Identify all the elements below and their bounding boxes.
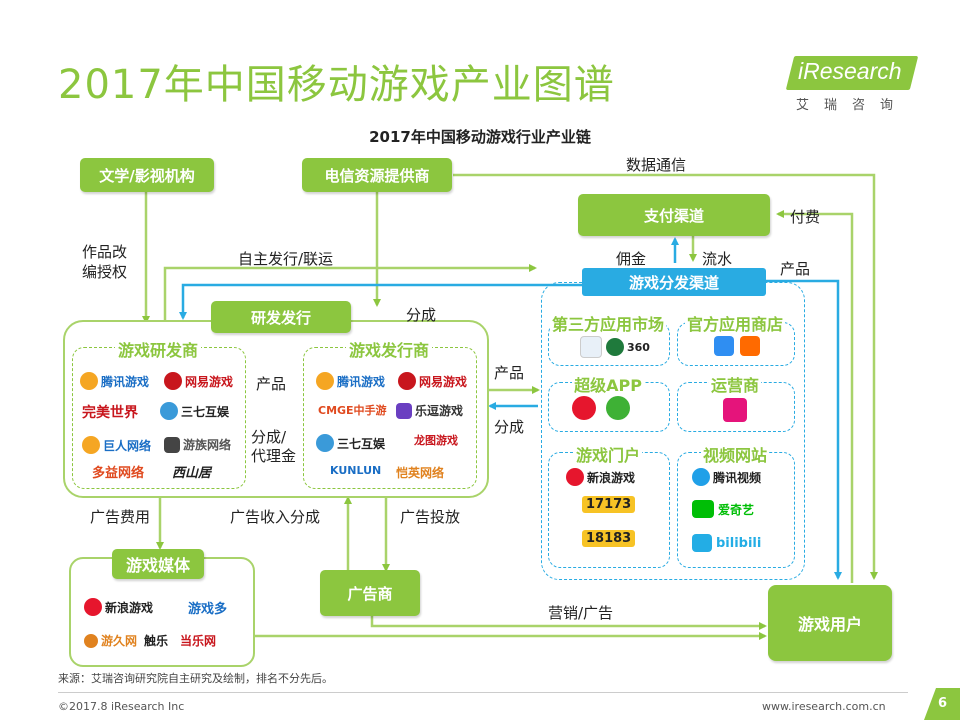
title-developer: 游戏研发商	[72, 337, 244, 361]
logo-netease-games-pub: 网易游戏	[398, 372, 467, 390]
title-third-party: 第三方应用市场	[549, 315, 666, 334]
wechat-icon	[606, 396, 630, 420]
logo-cmge: CMGE中手游	[318, 404, 387, 417]
mi-store-icon	[740, 336, 760, 356]
title-game-portal: 游戏门户	[573, 446, 642, 465]
label-pay-fee: 付费	[790, 208, 821, 226]
logo-youxiduo: 游戏多	[188, 602, 228, 617]
logo-37-dev: 三七互娱	[160, 402, 229, 420]
weibo-icon	[572, 396, 596, 420]
label-ad-placement: 广告投放	[400, 508, 461, 526]
iresearch-logo: iResearch 艾瑞咨询	[785, 50, 920, 114]
title-publisher: 游戏发行商	[303, 337, 475, 361]
node-user: 游戏用户	[768, 585, 892, 661]
label-share-agency: 分成/ 代理金	[251, 428, 297, 465]
super-app-logos	[572, 396, 630, 420]
logo-netease-games-dev: 网易游戏	[164, 372, 233, 390]
logo-youjiu: 游久网	[84, 632, 137, 649]
logo-kunlun: KUNLUN	[330, 464, 382, 477]
logo-sina-game: 新浪游戏	[566, 468, 635, 486]
page-number: 6	[938, 696, 948, 711]
logo-ledo: 乐逗游戏	[396, 402, 463, 419]
footer-divider	[58, 692, 908, 693]
logo-tencent-games-pub: 腾讯游戏	[316, 372, 385, 390]
node-distribution: 游戏分发渠道	[582, 268, 766, 296]
logo-youzu: 游族网络	[164, 436, 231, 453]
logo-bilibili: bilibili	[692, 534, 761, 552]
node-media: 游戏媒体	[112, 549, 204, 579]
label-ad-fee: 广告费用	[90, 508, 151, 526]
operator-cart-icon	[723, 398, 747, 422]
official-store-logos	[714, 336, 760, 356]
logo-18183: 18183	[582, 530, 636, 547]
label-commission: 佣金	[616, 250, 647, 268]
logo-longtu: 龙图游戏	[414, 434, 458, 447]
diagram-title: 2017年中国移动游戏行业产业链	[369, 128, 591, 146]
arrow-channel-user	[766, 279, 842, 580]
logo-tencent-video: 腾讯视频	[692, 468, 761, 486]
logo-sina-game-media: 新浪游戏	[84, 598, 153, 616]
page-number-badge: 6	[924, 688, 960, 720]
logo-37-pub: 三七互娱	[316, 434, 385, 452]
node-payment: 支付渠道	[578, 194, 770, 236]
label-revenue-share-top: 分成	[406, 306, 437, 324]
arrow-datacomm	[453, 173, 878, 580]
third-party-logos: 360	[580, 336, 650, 358]
node-rnd-publish: 研发发行	[211, 301, 351, 333]
logo-xishanju: 西山居	[172, 466, 212, 481]
arrow-selfpublish	[163, 264, 537, 322]
label-adapt-license: 作品改 编授权	[82, 243, 128, 281]
logo-perfect-world: 完美世界	[82, 405, 138, 421]
logo-17173: 17173	[582, 496, 636, 513]
label-self-publish: 自主发行/联运	[238, 250, 334, 268]
title-official-store: 官方应用商店	[684, 315, 785, 334]
label-product-to-channel: 产品	[494, 364, 525, 382]
logo-giant: 巨人网络	[82, 436, 151, 454]
arrow-marketing	[370, 616, 767, 630]
arrow-payfee	[776, 210, 854, 583]
label-ad-revenue-share: 广告收入分成	[230, 508, 321, 526]
node-advertiser: 广告商	[320, 570, 420, 616]
label-share-from-channel: 分成	[494, 418, 525, 436]
logo-tencent-games-dev: 腾讯游戏	[80, 372, 149, 390]
label-marketing-ad: 营销/广告	[548, 604, 614, 622]
label-product-mid: 产品	[256, 375, 287, 393]
title-super-app: 超级APP	[572, 376, 644, 395]
logo-duoyi: 多益网络	[92, 466, 145, 481]
copyright: ©2017.8 iResearch Inc	[58, 700, 185, 713]
label-data-comm: 数据通信	[626, 156, 687, 174]
arrow-channel-dev	[179, 283, 582, 320]
source-note: 来源：艾瑞咨询研究院自主研究及绘制，排名不分先后。	[58, 672, 333, 685]
logo-chule: 触乐	[144, 634, 169, 648]
label-product-right: 产品	[780, 260, 811, 278]
logo-iqiyi: 爱奇艺	[692, 500, 754, 518]
label-flow: 流水	[702, 250, 733, 268]
node-telecom: 电信资源提供商	[302, 158, 452, 192]
page-title: 2017年中国移动游戏产业图谱	[58, 62, 615, 108]
node-literature: 文学/影视机构	[80, 158, 214, 192]
logo-kaiying: 恺英网络	[396, 466, 445, 480]
app-store-icon	[714, 336, 734, 356]
website: www.iresearch.com.cn	[762, 700, 886, 713]
title-video-site: 视频网站	[700, 446, 769, 465]
logo-dangle: 当乐网	[180, 634, 217, 648]
title-operator: 运营商	[708, 376, 761, 395]
